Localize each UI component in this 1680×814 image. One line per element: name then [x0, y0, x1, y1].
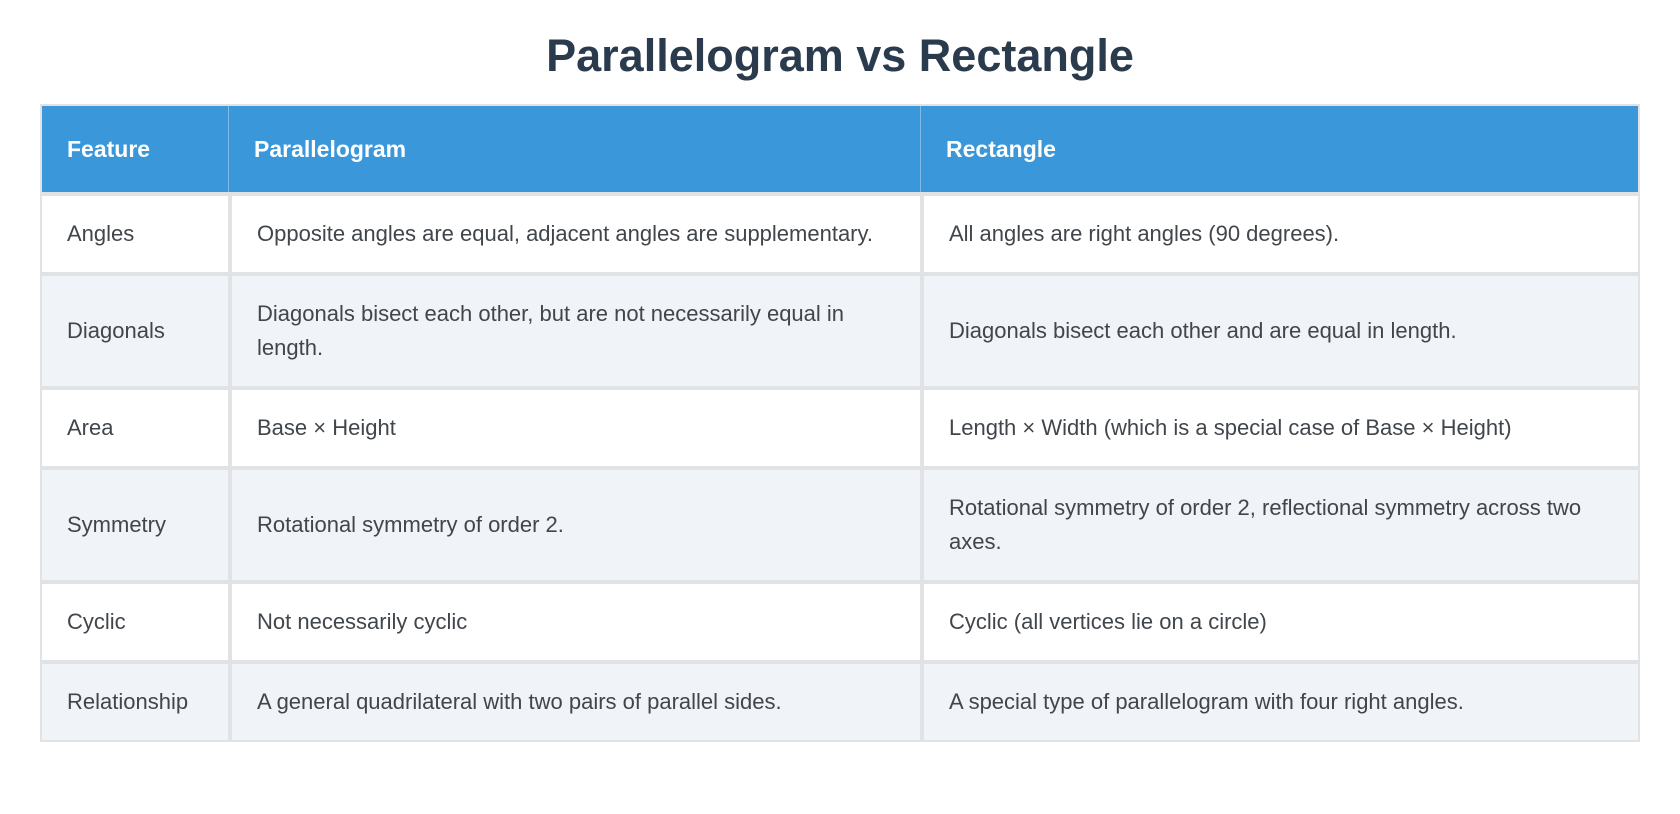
cell-parallelogram: A general quadrilateral with two pairs o…: [228, 664, 920, 740]
cell-rectangle: Length × Width (which is a special case …: [920, 390, 1638, 466]
table-row-area: Area Base × Height Length × Width (which…: [42, 386, 1638, 466]
table-header-row: Feature Parallelogram Rectangle: [42, 106, 1638, 192]
table-body: Angles Opposite angles are equal, adjace…: [42, 192, 1638, 740]
table-row-angles: Angles Opposite angles are equal, adjace…: [42, 192, 1638, 272]
cell-feature: Relationship: [67, 689, 189, 714]
comparison-table: Feature Parallelogram Rectangle Angles O…: [40, 104, 1640, 742]
cell-parallelogram: Diagonals bisect each other, but are not…: [228, 276, 920, 386]
page-title: Parallelogram vs Rectangle: [546, 30, 1134, 81]
cell-feature: Symmetry: [67, 512, 166, 537]
table-row-symmetry: Symmetry Rotational symmetry of order 2.…: [42, 466, 1638, 580]
cell-rectangle: A special type of parallelogram with fou…: [920, 664, 1638, 740]
table-row-relationship: Relationship A general quadrilateral wit…: [42, 660, 1638, 740]
cell-feature: Area: [67, 415, 114, 440]
cell-parallelogram: Not necessarily cyclic: [228, 584, 920, 660]
cell-rectangle: Cyclic (all vertices lie on a circle): [920, 584, 1638, 660]
cell-feature: Cyclic: [67, 609, 126, 634]
cell-parallelogram: Rotational symmetry of order 2.: [228, 470, 920, 580]
cell-rectangle: All angles are right angles (90 degrees)…: [920, 196, 1638, 272]
cell-feature: Diagonals: [67, 318, 165, 343]
column-header-parallelogram: Parallelogram: [228, 106, 920, 192]
column-header-rectangle: Rectangle: [920, 106, 1638, 192]
cell-rectangle: Diagonals bisect each other and are equa…: [920, 276, 1638, 386]
table-row-diagonals: Diagonals Diagonals bisect each other, b…: [42, 272, 1638, 386]
column-header-feature: Feature: [67, 135, 151, 162]
cell-parallelogram: Opposite angles are equal, adjacent angl…: [228, 196, 920, 272]
cell-feature: Angles: [67, 221, 135, 246]
cell-parallelogram: Base × Height: [228, 390, 920, 466]
cell-rectangle: Rotational symmetry of order 2, reflecti…: [920, 470, 1638, 580]
table-row-cyclic: Cyclic Not necessarily cyclic Cyclic (al…: [42, 580, 1638, 660]
